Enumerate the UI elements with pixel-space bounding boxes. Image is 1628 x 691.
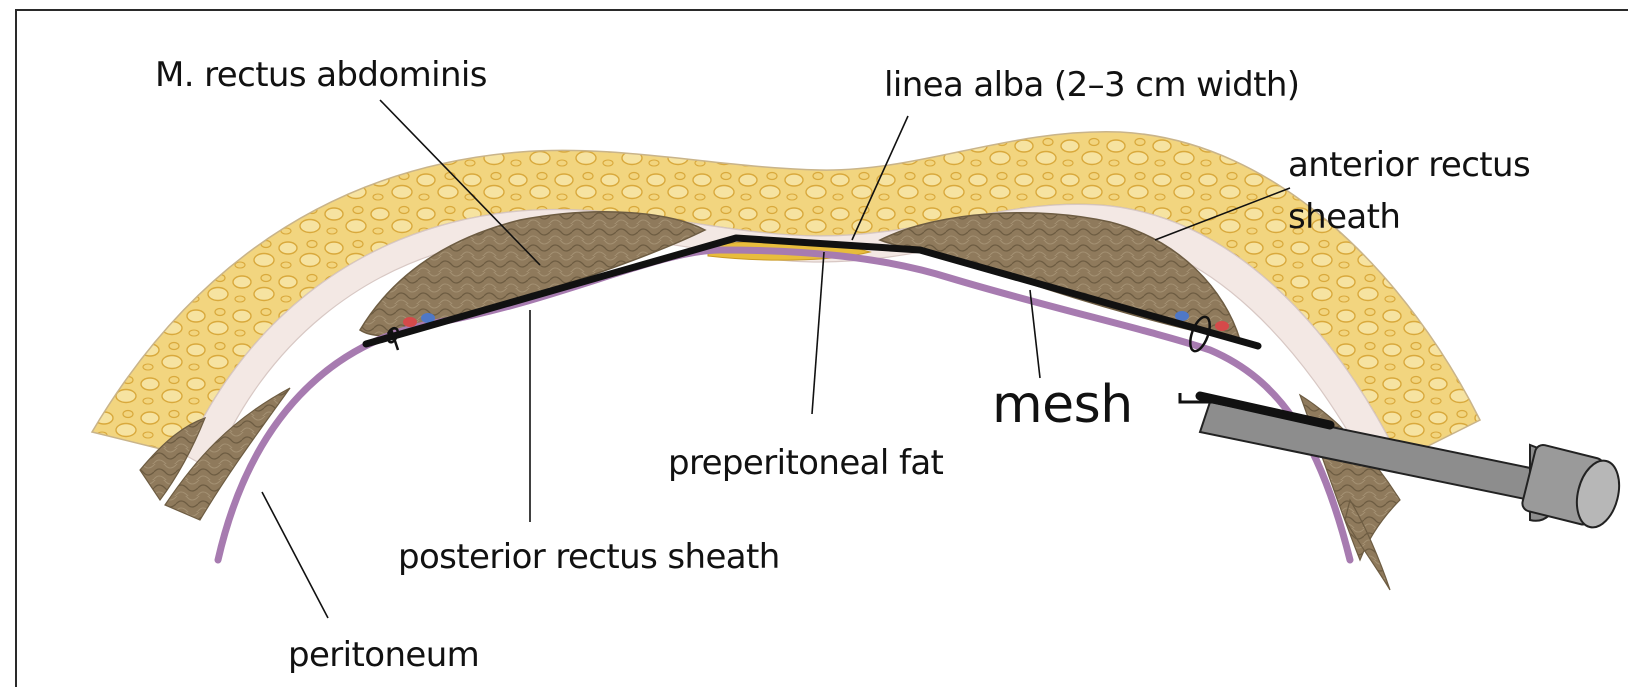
label-anterior-sheath: sheath bbox=[1288, 197, 1400, 237]
label-peritoneum: peritoneum bbox=[288, 635, 479, 675]
label-linea-alba: linea alba (2–3 cm width) bbox=[884, 65, 1299, 105]
label-anterior-rectus: anterior rectus bbox=[1288, 145, 1530, 185]
label-mesh: mesh bbox=[992, 375, 1133, 435]
label-preperitoneal-fat: preperitoneal fat bbox=[668, 443, 944, 483]
label-posterior-rectus-sheath: posterior rectus sheath bbox=[398, 537, 780, 577]
label-rectus-abdominis: M. rectus abdominis bbox=[155, 55, 487, 95]
vessel-red-right bbox=[1215, 321, 1229, 331]
vessel-red-left bbox=[403, 317, 417, 327]
